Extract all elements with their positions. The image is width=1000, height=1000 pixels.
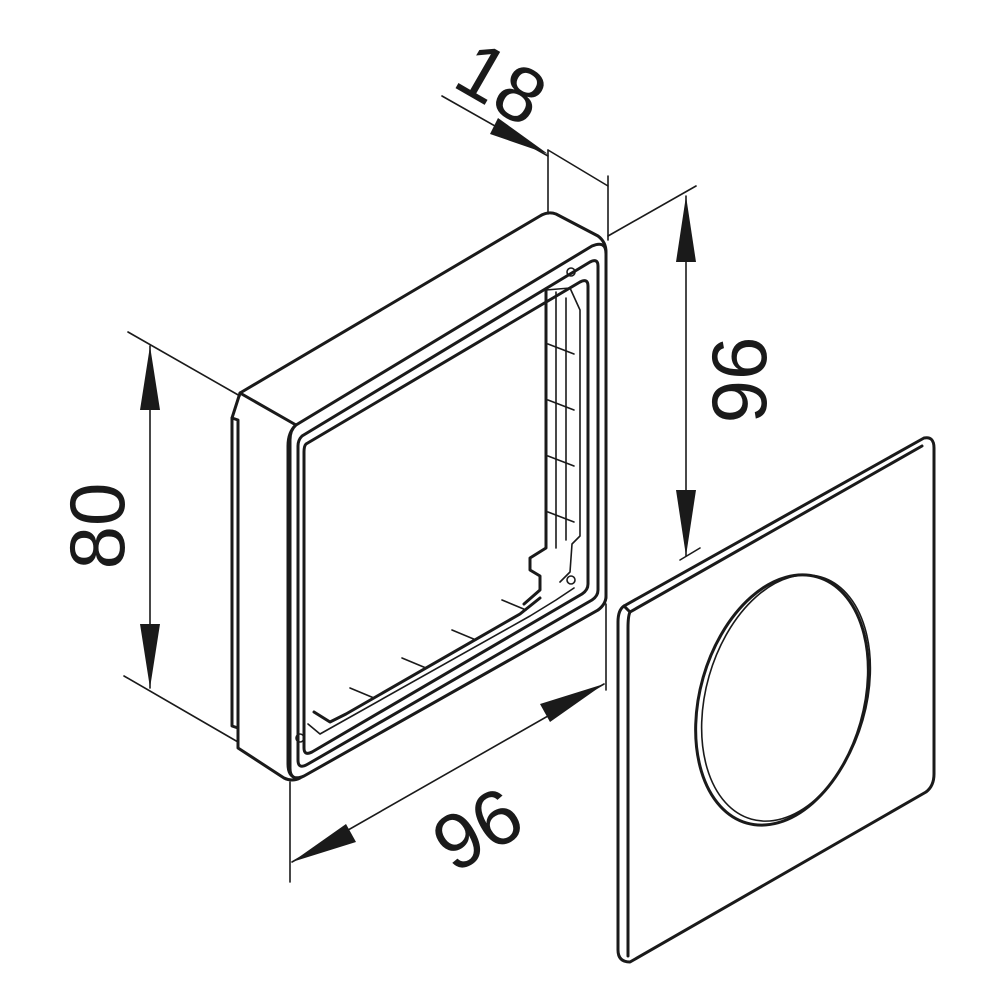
- box-opening: [302, 279, 590, 755]
- dim-side-ext-top: [607, 185, 697, 237]
- screw-hole-bottom: [566, 575, 576, 585]
- box-inner-wall: [522, 288, 548, 606]
- screw-hole-top: [566, 267, 576, 277]
- dim-front-height: 80: [53, 331, 241, 743]
- dim-front-ext-bottom: [123, 675, 239, 743]
- dim-side-arrow-top: [676, 196, 696, 262]
- dim-side-label: 96: [695, 337, 783, 424]
- dim-width-arrow-left: [292, 824, 356, 862]
- box-inner-groove: [555, 291, 567, 549]
- box-left-edge: [230, 416, 240, 730]
- box-inner-wall-edge: [545, 287, 581, 583]
- surface-box: [230, 211, 608, 782]
- cover-plate-opening: [694, 573, 870, 827]
- dim-front-label: 80: [53, 483, 141, 570]
- dim-side-height: 96: [607, 185, 783, 561]
- dim-front-arrow-bottom: [140, 624, 160, 688]
- dim-front-ext-top: [127, 331, 241, 397]
- dim-side-arrow-bottom: [676, 490, 696, 556]
- dim-width-arrow-right: [540, 684, 604, 722]
- cover-plate-top-edge: [628, 444, 924, 614]
- screw-hole-left: [295, 733, 305, 743]
- box-front-rim: [296, 259, 600, 768]
- box-inner-bottom: [312, 596, 542, 724]
- dim-depth: 18: [441, 24, 609, 241]
- dim-width-label: 96: [418, 769, 537, 889]
- dim-depth-label: 18: [442, 24, 561, 144]
- box-inner-bottom-edge: [307, 587, 575, 735]
- box-ribs-right: [547, 343, 575, 523]
- cover-plate-opening-rim: [700, 574, 872, 822]
- dim-side-ext-bottom: [679, 547, 701, 561]
- cover-plate: [616, 436, 936, 964]
- dim-depth-arrow: [490, 118, 548, 154]
- dim-depth-line-2: [547, 149, 609, 187]
- box-top-rim-edge: [238, 391, 298, 427]
- box-ribs-bottom: [349, 599, 527, 699]
- dim-front-arrow-top: [140, 346, 160, 410]
